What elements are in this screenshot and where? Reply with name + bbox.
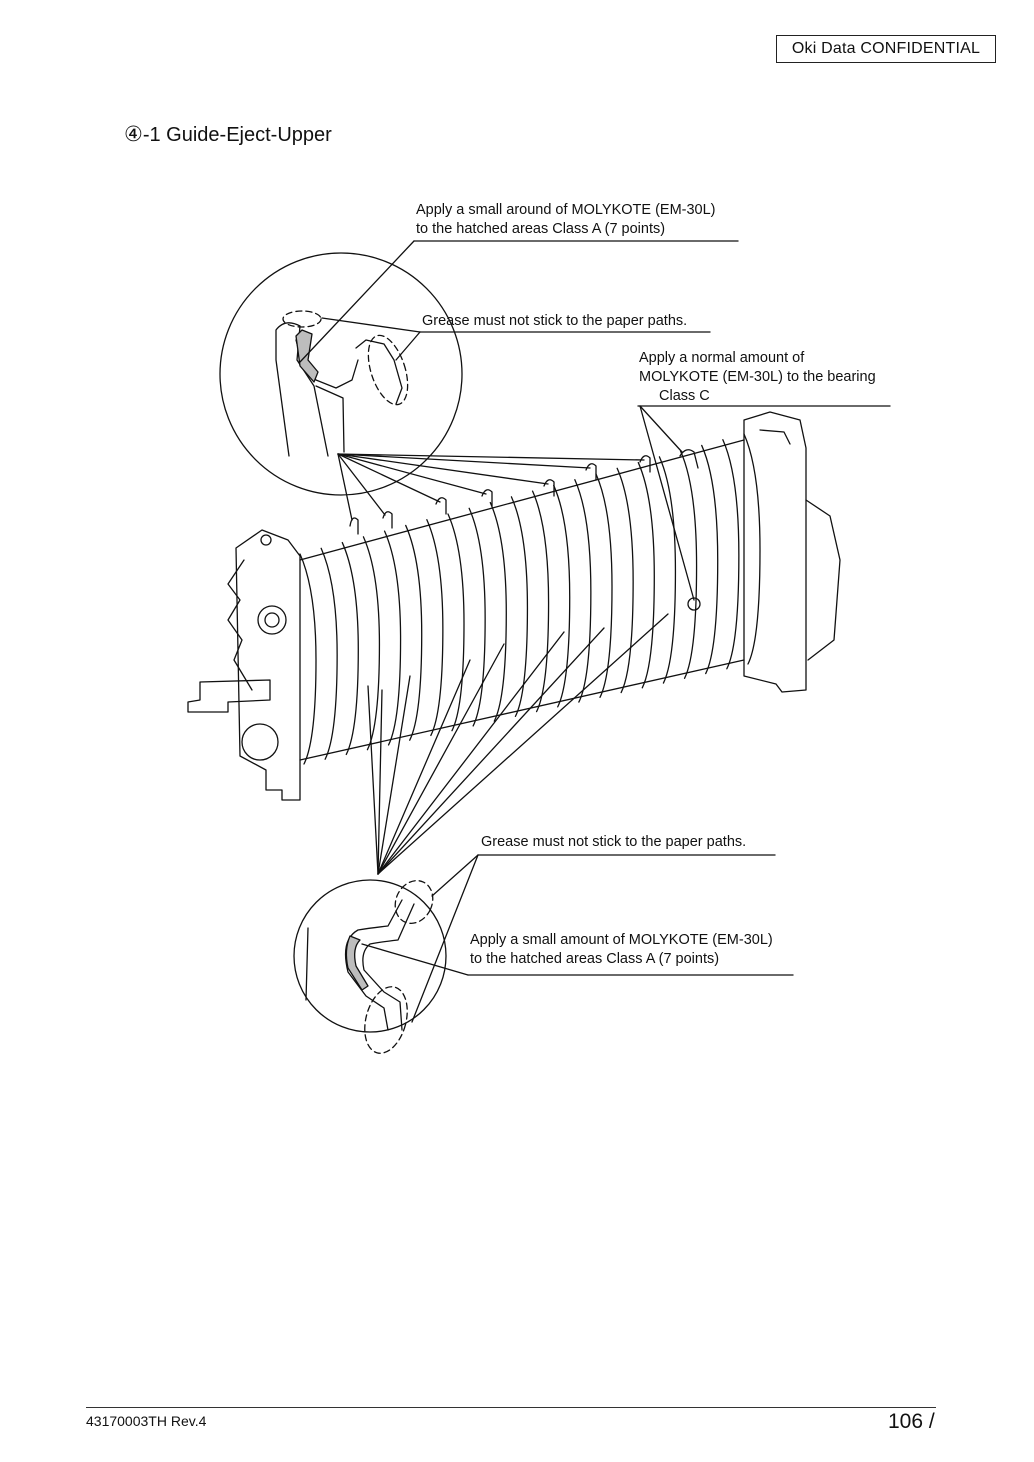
guide-rib [553,484,571,708]
page-number: 106 / [888,1410,935,1433]
guide-rib [489,501,507,722]
callout-line: Apply a small around of MOLYKOTE (EM-30L… [416,202,716,218]
callout-line: Apply a normal amount of [639,350,805,366]
callout-line: MOLYKOTE (EM-30L) to the bearing [639,369,876,385]
guide-rib [595,473,613,698]
confidential-label: Oki Data CONFIDENTIAL [776,35,996,63]
leader-line [395,331,421,361]
guide-rib [531,490,550,713]
leader-line [361,943,469,976]
guide-rib [341,541,359,756]
guide-rib [658,456,677,684]
guide-rib [447,513,465,732]
callout-line: to the hatched areas Class A (7 points) [416,221,666,237]
callout-line: Grease must not stick to the paper paths… [481,834,747,850]
callout-line: to the hatched areas Class A (7 points) [470,951,720,967]
guide-rib [362,536,381,751]
leader-line [321,317,421,333]
leader-line [639,405,695,601]
callout-bottom-grease: Grease must not stick to the paper paths… [481,833,746,852]
footer-rule [86,1407,936,1408]
leader-line [299,240,415,363]
guide-rib [320,547,338,760]
guide-rib [722,439,740,670]
callout-line: Apply a small amount of MOLYKOTE (EM-30L… [470,932,773,948]
guide-rib [616,467,634,694]
leader-line [411,854,479,1023]
callout-bottom-class-a: Apply a small amount of MOLYKOTE (EM-30L… [470,931,773,969]
section-title-text: -1 Guide-Eject-Upper [142,124,332,146]
guide-rib [743,433,761,665]
bottom-detail-circle [293,879,447,1054]
guide-rib [574,479,592,703]
leader-line [431,854,479,897]
guide-rib [679,450,698,679]
guide-rib [426,519,444,737]
callout-top-grease: Grease must not stick to the paper paths… [422,312,687,331]
guide-rib [468,507,486,727]
callout-line: Class C [659,388,710,404]
section-marker: ④ [124,123,143,146]
callout-line: Grease must not stick to the paper paths… [422,313,688,329]
guide-rib [510,496,529,718]
document-id: 43170003TH Rev.4 [86,1413,207,1429]
guide-rib [299,553,317,765]
guide-rib [405,524,423,741]
guide-part-body [187,411,841,801]
guide-rib [383,530,402,746]
section-title: ④-1 Guide-Eject-Upper [124,122,332,147]
bottom-leader-fan [367,613,669,875]
guide-rib [637,461,655,689]
top-detail-circle [219,252,463,496]
leader-line [639,405,683,453]
top-leader-fan [337,453,645,521]
callout-top-class-a: Apply a small around of MOLYKOTE (EM-30L… [416,201,716,239]
callout-bearing: Apply a normal amount of MOLYKOTE (EM-30… [639,349,876,406]
guide-rib [701,444,719,675]
